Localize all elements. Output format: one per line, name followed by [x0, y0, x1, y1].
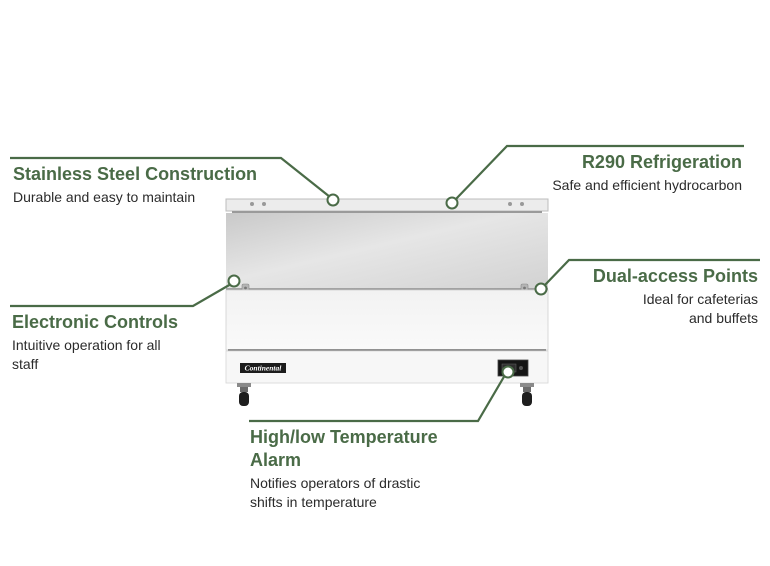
callout-electronic-controls: Electronic Controls Intuitive operation … [12, 311, 212, 374]
refrigerated-chest: Continental [225, 198, 549, 406]
callout-title: Stainless Steel Construction [13, 164, 258, 184]
marker-dot-icon [534, 282, 548, 296]
lid-panel [226, 213, 548, 289]
callout-title: Dual-access Points [592, 266, 758, 286]
callout-temperature-alarm: High/low Temperature Alarm Notifies oper… [250, 426, 460, 512]
leader-line-alarm [249, 374, 506, 423]
cabinet-body [225, 289, 549, 351]
callout-dual-access: Dual-access Points Ideal for cafeterias … [560, 265, 758, 328]
svg-text:Continental: Continental [245, 364, 283, 373]
leader-line-dual [543, 258, 760, 287]
leader-line-stainless [10, 156, 331, 198]
leader-line-electronic [10, 283, 232, 308]
caster-wheel-icon [520, 383, 534, 406]
callout-description: Durable and easy to maintain [13, 189, 196, 205]
hinge-screw-icon [262, 202, 266, 206]
callout-title: High/low Temperature Alarm [250, 427, 438, 470]
hinge-screw-icon [520, 202, 524, 206]
marker-dot-icon [326, 193, 340, 207]
callout-description: Intuitive operation for all staff [12, 337, 161, 372]
hinge-screw-icon [508, 202, 512, 206]
callout-title: R290 Refrigeration [581, 152, 742, 172]
callout-r290-refrigeration: R290 Refrigeration Safe and efficient hy… [470, 151, 742, 195]
callout-description: Safe and efficient hydrocarbon [552, 177, 742, 193]
callout-description: Ideal for cafeterias and buffets [642, 291, 758, 326]
callout-description: Notifies operators of drastic shifts in … [250, 475, 421, 510]
leader-lines [10, 144, 760, 423]
markers [227, 193, 548, 379]
caster-wheel-icon [237, 383, 251, 406]
marker-dot-icon [501, 365, 515, 379]
marker-dot-icon [227, 274, 241, 288]
leader-line-r290 [454, 144, 744, 201]
callout-title: Electronic Controls [12, 312, 179, 332]
brand-logo: Continental [240, 363, 286, 373]
marker-dot-icon [445, 196, 459, 210]
callout-stainless-steel: Stainless Steel Construction Durable and… [13, 163, 303, 207]
hinge-screw-icon [250, 202, 254, 206]
